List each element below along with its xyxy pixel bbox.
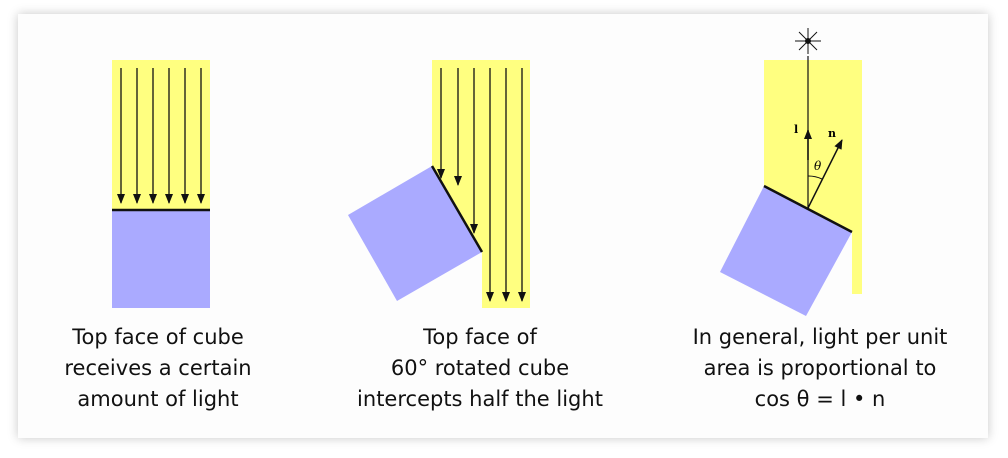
cube bbox=[720, 186, 852, 316]
label-l: l bbox=[794, 123, 798, 136]
sun-burst-icon bbox=[795, 28, 821, 54]
cube bbox=[348, 166, 482, 301]
top-face bbox=[763, 184, 853, 234]
normal-vector-n bbox=[807, 139, 843, 209]
light-beam bbox=[764, 60, 862, 294]
panel-flat-cube bbox=[112, 60, 210, 308]
panel-rotated-cube bbox=[348, 60, 530, 308]
caption-panel-3: In general, light per unit area is propo… bbox=[692, 325, 948, 411]
caption-panel-2: Top face of 60° rotated cube intercepts … bbox=[357, 325, 603, 411]
light-beam bbox=[112, 60, 210, 210]
panel-general-case: l n θ bbox=[720, 28, 862, 316]
light-rays bbox=[117, 68, 205, 204]
label-n: n bbox=[828, 127, 836, 140]
cube bbox=[112, 210, 210, 308]
top-face bbox=[430, 165, 484, 253]
light-rays bbox=[437, 68, 526, 302]
label-theta: θ bbox=[814, 159, 822, 173]
angle-arc bbox=[807, 175, 823, 180]
caption-panel-1: Top face of cube receives a certain amou… bbox=[64, 325, 252, 411]
